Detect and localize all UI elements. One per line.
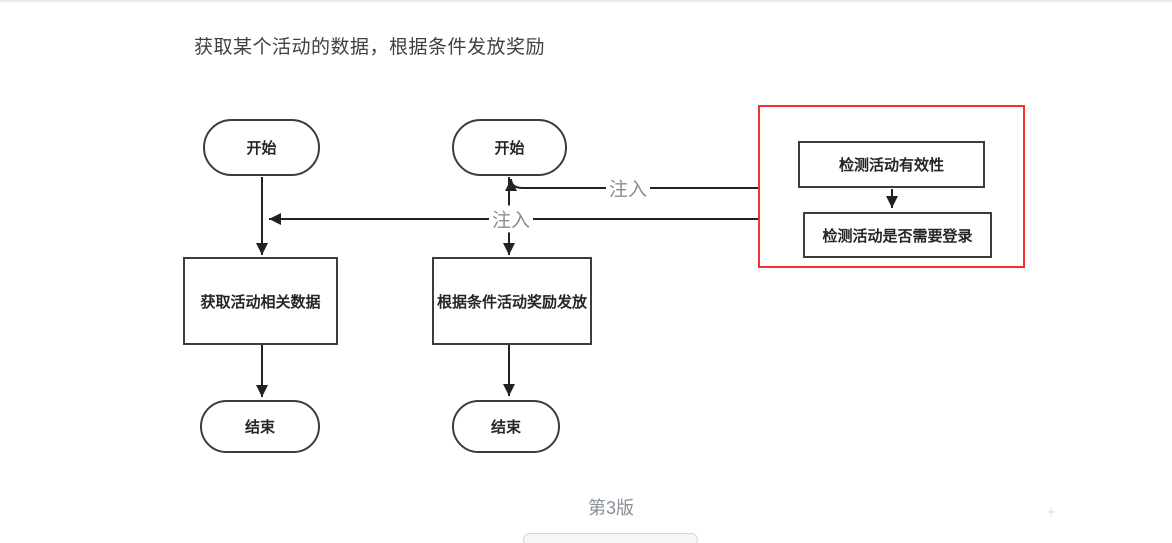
- node-inject-check-login: 检测活动是否需要登录: [803, 212, 992, 258]
- node-middle-process: 根据条件活动奖励发放: [432, 257, 592, 345]
- node-left-end-label: 结束: [244, 419, 275, 436]
- node-inject-check-login-label: 检测活动是否需要登录: [822, 227, 973, 245]
- bottom-bar: [523, 533, 698, 543]
- node-middle-end-label: 结束: [490, 419, 521, 436]
- node-inject-check-validity-label: 检测活动有效性: [838, 157, 944, 174]
- edge-label-inject-top: 注入: [605, 174, 651, 202]
- inject-highlight-frame: [758, 105, 1025, 268]
- diagram-title: 获取某个活动的数据，根据条件发放奖励: [194, 37, 546, 58]
- node-middle-end: 结束: [452, 400, 560, 453]
- version-caption: 第3版: [587, 498, 635, 518]
- edge-label-inject-bottom: 注入: [488, 205, 534, 233]
- node-middle-process-label: 根据条件活动奖励发放: [436, 293, 587, 311]
- node-left-process: 获取活动相关数据: [183, 257, 338, 345]
- edge-inject-top: [505, 178, 758, 192]
- top-divider: [0, 0, 1172, 2]
- faint-cross-mark: +: [1047, 504, 1056, 521]
- node-left-end: 结束: [200, 400, 320, 453]
- node-inject-check-validity: 检测活动有效性: [798, 141, 985, 188]
- node-left-process-label: 获取活动相关数据: [200, 293, 321, 311]
- node-middle-start-label: 开始: [494, 140, 525, 157]
- node-middle-start: 开始: [452, 119, 567, 176]
- node-left-start-label: 开始: [246, 140, 277, 157]
- node-left-start: 开始: [203, 119, 320, 176]
